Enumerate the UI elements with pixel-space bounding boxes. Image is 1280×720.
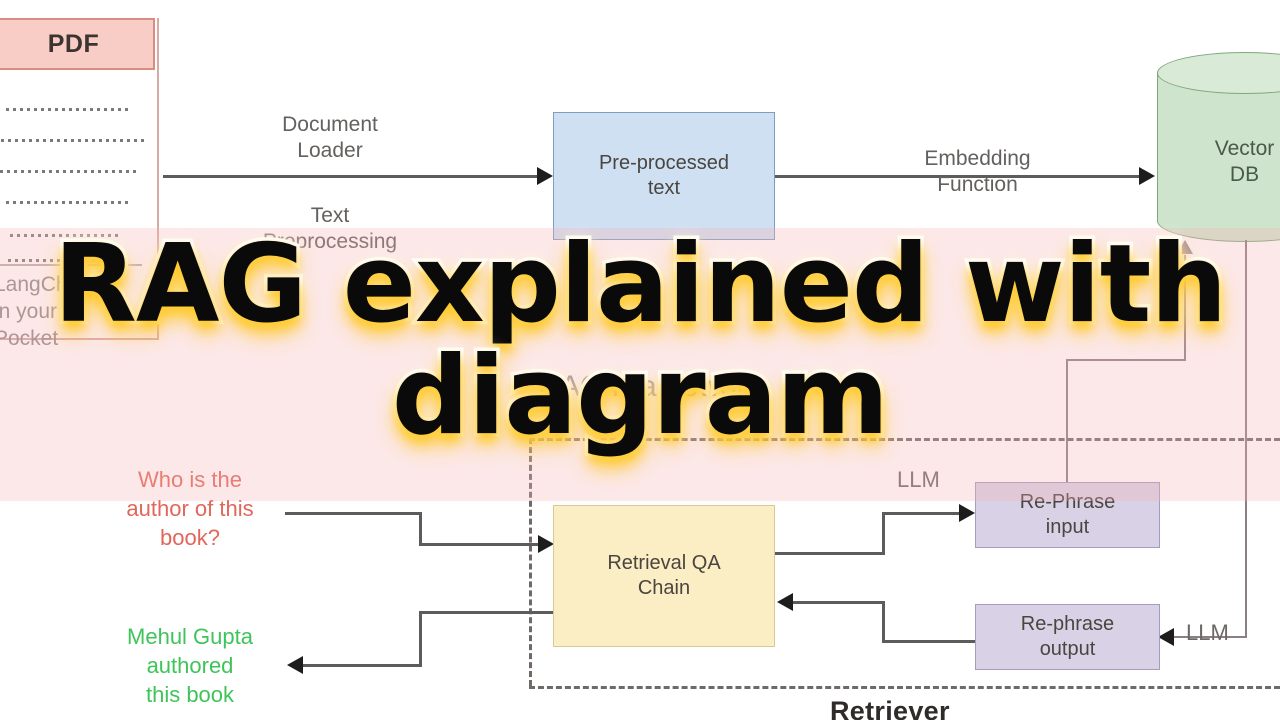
system-answer-text: Mehul Gupta authored this book xyxy=(127,624,253,708)
node-preprocessed-text: Pre-processed text xyxy=(553,112,775,240)
edge-question-seg1 xyxy=(285,512,422,515)
edge-pdf-to-preprocessed xyxy=(163,175,541,178)
arrowhead-icon xyxy=(777,593,793,611)
vector-db-label: Vector DB xyxy=(1214,137,1275,187)
edge-rephrase-input-riser xyxy=(1066,359,1068,484)
edge-qa-to-rephrase-input-riser xyxy=(882,512,885,555)
arrowhead-icon xyxy=(537,167,553,185)
edge-rephrase-output-to-qa-seg2 xyxy=(790,601,885,604)
edge-question-seg2 xyxy=(419,543,545,546)
arrowhead-icon xyxy=(959,504,975,522)
edge-label-text-preprocessing: Text Preprocessing xyxy=(262,204,398,253)
edge-rephrase-input-to-vectordb xyxy=(1184,255,1186,360)
pdf-text-line xyxy=(6,201,130,204)
edge-label-llm-top: LLM xyxy=(897,467,940,492)
edge-preprocessed-to-vectordb xyxy=(775,175,1143,178)
edge-rephrase-output-to-qa-seg1 xyxy=(882,640,978,643)
node-vector-db: Vector DB xyxy=(1157,52,1280,242)
node-rephrase-input: Re-Phrase input xyxy=(975,482,1160,548)
pdf-document-caption: LangChain in your Pocket xyxy=(0,273,96,350)
arrowhead-icon xyxy=(1139,167,1155,185)
user-question-text: Who is the author of this book? xyxy=(126,467,254,551)
arrowhead-icon xyxy=(287,656,303,674)
edge-label-embedding-function: Embedding Function xyxy=(924,147,1031,196)
pdf-text-line xyxy=(10,234,122,237)
edge-rephrase-input-to-vectordb-h xyxy=(1066,359,1186,361)
retriever-region-bottom-border xyxy=(529,686,1280,689)
arrowhead-icon xyxy=(1177,240,1193,254)
retriever-region-top-border xyxy=(529,438,1280,441)
edge-question-riser xyxy=(419,512,422,546)
vector-db-body xyxy=(1157,72,1280,222)
arrowhead-icon xyxy=(538,535,554,553)
retriever-region-left-border xyxy=(529,438,532,686)
edge-answer-riser xyxy=(419,611,422,666)
title-line-one: RAG explained with xyxy=(50,222,1230,347)
edge-answer-seg2 xyxy=(300,664,422,667)
pdf-document-body xyxy=(0,18,159,340)
edge-rephrase-output-to-qa-riser xyxy=(882,601,885,643)
pdf-text-line xyxy=(0,139,144,142)
arrowhead-icon xyxy=(1158,628,1174,646)
pdf-text-line xyxy=(6,108,131,111)
edge-label-llm-bottom: LLM xyxy=(1186,620,1229,645)
pdf-document-header: PDF xyxy=(0,18,155,70)
pdf-text-line xyxy=(0,170,140,173)
edge-answer-seg1 xyxy=(419,611,553,614)
edge-label-document-loader: Document Loader xyxy=(282,113,378,162)
edge-qa-to-rephrase-input-seg2 xyxy=(882,512,964,515)
retriever-region-label: Retriever xyxy=(830,696,950,720)
pdf-divider-rule xyxy=(0,264,142,266)
pdf-text-line xyxy=(8,259,124,262)
thumbnail-title-overlay: RAG explained with diagram xyxy=(0,222,1280,454)
node-rephrase-output: Re-phrase output xyxy=(975,604,1160,670)
edge-qa-to-rephrase-input-seg1 xyxy=(775,552,885,555)
edge-llm-to-rephrase-output xyxy=(1165,636,1247,638)
node-retrieval-qa-chain: Retrieval QA Chain xyxy=(553,505,775,647)
thumbnail-tint-band xyxy=(0,228,1280,501)
rag-framework-label: RAG Framework xyxy=(538,370,762,403)
